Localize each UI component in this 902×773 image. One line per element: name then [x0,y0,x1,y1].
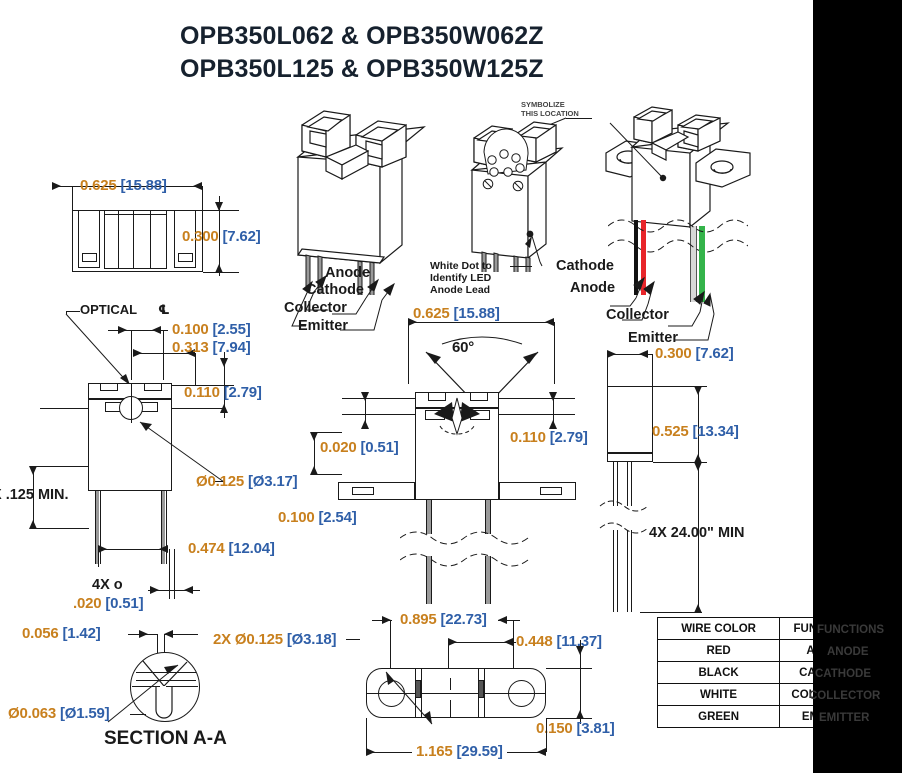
dim-0110-279-left: 0.110 [2.79] [184,384,262,401]
beam-cone-graphic [434,397,480,436]
leader-dia-0125 [139,421,225,483]
dim-angle-60: 60° [452,339,475,356]
label-section-aa: SECTION A-A [104,728,227,749]
page-title-line2: OPB350L125 & OPB350W125Z [180,55,544,83]
dim-0895-2273: 0.895 [22.73] [400,611,487,628]
page-title-line1: OPB350L062 & OPB350W062Z [180,22,544,50]
dim-4x-o: 4X o [92,577,123,593]
note-symbolize-l2: THIS LOCATION [521,109,579,118]
wire-label-collector: Collector [606,307,669,323]
note-white-dot-l1: White Dot to [430,260,492,272]
dim-0020-051: 0.020 [0.51] [320,439,399,456]
pin-label-leaders [291,274,395,331]
wire-label-leaders [610,276,715,341]
dim-0110-279-right: 0.110 [2.79] [510,429,588,446]
table-cell-color-white: WHITE [656,683,781,706]
wire-label-cathode: Cathode [556,258,614,274]
dim-4x-125-min: X .125 MIN. [0,487,69,503]
leader-2x-dia [385,671,433,725]
dim-0313-794: 0.313 [7.94] [172,339,251,356]
pin-label-cathode: Cathode [306,282,364,298]
dim-4x-24-min: 4X 24.00" MIN [649,525,745,541]
lead-break-symbol-mid [400,531,529,567]
dim-0100-255: 0.100 [2.55] [172,321,251,338]
dim-020-051: .020 [0.51] [73,595,144,612]
wire-break-symbol [608,219,748,253]
dim-0474-1204: 0.474 [12.04] [188,540,275,557]
leader-white-dot [525,235,543,267]
pin-label-anode: Anode [325,265,371,281]
dim-top-left-height: 0.300 [7.62] [182,228,261,245]
pin-label-collector: Collector [284,300,347,316]
table-header-wire-color: WIRE COLOR [656,617,781,640]
dim-0448-1137: 0.448 [11.37] [516,633,602,650]
dim-0300-762-right: 0.300 [7.62] [655,345,734,362]
wire-label-emitter: Emitter [628,330,678,346]
section-notch [142,660,188,719]
dim-0100-254: 0.100 [2.54] [278,509,357,526]
table-cell-color-green: GREEN [656,705,781,728]
note-white-dot-l3: Anode Lead [430,284,491,297]
leader-dia-0063 [107,664,179,723]
wire-color-table: WIRE COLOR FUNCTIONS RED ANODE BLACK CAT… [656,617,875,728]
iso-part-drawing-2 [470,121,564,272]
table-cell-color-red: RED [656,639,781,662]
occlusion-band [813,0,902,773]
note-white-dot-l2: Identify LED [430,272,492,285]
iso-part-drawing-3 [605,106,751,229]
centerline-symbol-left: ℄ [158,302,170,317]
dim-mid-width-0625: 0.625 [15.88] [413,305,500,322]
dim-dia-0063-159: Ø0.063 [Ø1.59] [8,705,110,722]
dim-0056-142: 0.056 [1.42] [22,625,101,642]
label-optical: OPTICAL [80,302,138,317]
pin-label-emitter: Emitter [298,318,348,334]
table-cell-color-black: BLACK [656,661,781,684]
dim-2x-dia-0125-318: 2X Ø0.125 [Ø3.18] [213,631,337,648]
dim-dia-0125-317: Ø0.125 [Ø3.17] [196,473,298,490]
leader-optical [65,313,131,386]
dim-0525-1334: 0.525 [13.34] [652,423,739,440]
dim-0150-381: 0.150 [3.81] [536,720,615,737]
note-symbolize-l1: SYMBOLIZE [521,100,565,109]
wire-label-anode: Anode [570,280,616,296]
dim-top-left-width: 0.625 [15.88] [80,177,167,194]
dim-1165-2959: 1.165 [29.59] [412,744,507,759]
